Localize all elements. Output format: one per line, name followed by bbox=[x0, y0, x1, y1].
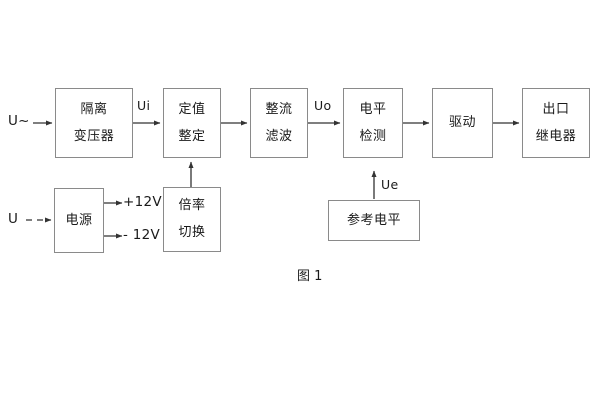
label-input-ac: U~ bbox=[8, 113, 30, 129]
label-rail-negative: - 12V bbox=[123, 227, 161, 243]
block-reference-level[interactable]: 参考电平 bbox=[328, 200, 420, 241]
block-output-relay[interactable]: 出口 继电器 bbox=[522, 88, 590, 158]
block-setting-value[interactable]: 定值 整定 bbox=[163, 88, 221, 158]
block-setting-value-line1: 定值 bbox=[178, 101, 206, 117]
label-input-dc: U bbox=[8, 211, 19, 227]
block-power-supply[interactable]: 电源 bbox=[54, 188, 104, 253]
block-level-detect-line1: 电平 bbox=[359, 101, 387, 117]
label-ue: Ue bbox=[381, 177, 399, 192]
block-isolation-transformer-line1: 隔离 bbox=[80, 101, 108, 117]
block-drive-line1: 驱动 bbox=[448, 115, 476, 131]
block-multiplier-switch[interactable]: 倍率 切换 bbox=[163, 187, 221, 252]
block-rectify-filter[interactable]: 整流 滤波 bbox=[250, 88, 308, 158]
block-drive[interactable]: 驱动 bbox=[432, 88, 493, 158]
block-isolation-transformer[interactable]: 隔离 变压器 bbox=[55, 88, 133, 158]
block-multiplier-switch-line2: 切换 bbox=[178, 225, 206, 240]
block-multiplier-switch-line1: 倍率 bbox=[178, 198, 206, 214]
block-level-detect-line2: 检测 bbox=[359, 128, 387, 144]
block-setting-value-line2: 整定 bbox=[178, 128, 206, 144]
label-rail-positive: +12V bbox=[123, 194, 162, 210]
block-rectify-filter-line2: 滤波 bbox=[265, 128, 293, 144]
figure-caption: 图 1 bbox=[297, 269, 323, 284]
block-output-relay-line2: 继电器 bbox=[535, 128, 577, 144]
label-uo: Uo bbox=[314, 98, 332, 113]
block-isolation-transformer-line2: 变压器 bbox=[73, 128, 115, 144]
block-rectify-filter-line1: 整流 bbox=[265, 101, 293, 117]
block-level-detect[interactable]: 电平 检测 bbox=[343, 88, 403, 158]
label-ui: Ui bbox=[137, 98, 151, 113]
block-reference-level-line1: 参考电平 bbox=[346, 212, 401, 228]
block-power-supply-line1: 电源 bbox=[65, 212, 93, 228]
block-output-relay-line1: 出口 bbox=[542, 101, 570, 117]
